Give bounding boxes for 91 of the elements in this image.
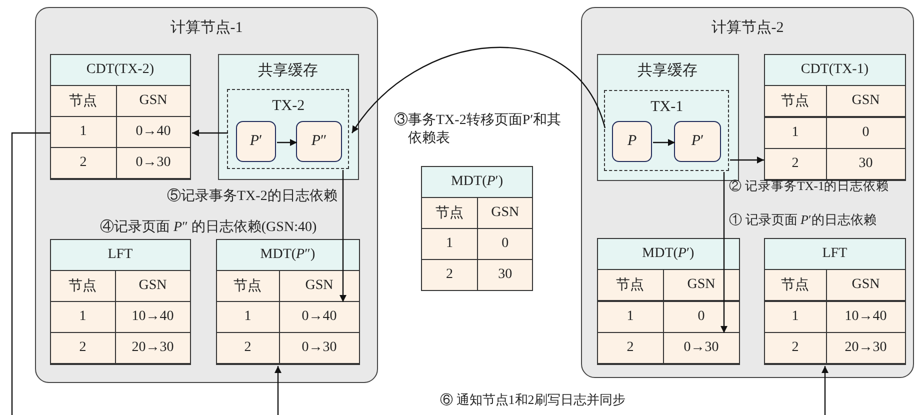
transaction-box — [604, 90, 730, 172]
page-label: P′ — [250, 133, 262, 150]
step-annotation: ③事务TX-2转移页面P′和其依赖表 — [394, 112, 562, 147]
arrow — [274, 366, 282, 415]
page-box — [236, 121, 276, 162]
table-header: LFT — [50, 240, 190, 270]
table-cell: 节点 — [764, 270, 826, 300]
table-cell: GSN — [116, 270, 190, 301]
connector-line — [11, 132, 50, 415]
arrow — [720, 172, 728, 333]
arrow — [730, 156, 764, 164]
step-annotation: ④记录页面 P″ 的日志依赖(GSN:40) — [100, 219, 317, 236]
table — [50, 54, 191, 180]
page-label: P″ — [311, 133, 327, 150]
cache-title: 共享缓存 — [636, 62, 699, 80]
table-cell: 2 — [216, 333, 279, 364]
table-cell: 节点 — [764, 86, 826, 116]
page-box — [674, 121, 722, 162]
table-cell: 1 — [50, 302, 115, 332]
table-cell: GSN — [826, 270, 905, 300]
arrow — [653, 139, 675, 146]
table — [216, 238, 360, 365]
arrow — [822, 366, 828, 415]
table-cell: 0 — [826, 118, 905, 148]
table-cell: GSN — [826, 86, 905, 116]
table-cell: 0→30 — [664, 333, 739, 364]
table-cell: 30 — [826, 149, 905, 180]
table-cell: 2 — [764, 333, 826, 364]
table-cell: 节点 — [422, 198, 477, 228]
table — [421, 166, 533, 291]
page-box — [612, 121, 652, 162]
page-box — [296, 121, 342, 162]
compute-node-panel — [35, 7, 378, 383]
table-cell: 2 — [764, 149, 826, 180]
table-cell: 1 — [764, 118, 826, 148]
table-cell: 0 — [478, 228, 532, 259]
table-cell: 30 — [478, 260, 532, 290]
table-cell: 20→30 — [826, 333, 905, 364]
transaction-label: TX-1 — [650, 99, 684, 116]
table-cell: GSN — [280, 270, 359, 301]
table-header: MDT(P′) — [422, 167, 532, 197]
arrow — [340, 170, 346, 302]
step-annotation: ① 记录页面 P′的日志依赖 — [729, 212, 876, 228]
transaction-box — [227, 89, 350, 170]
table-cell: 节点 — [50, 270, 115, 301]
table — [596, 238, 740, 365]
table-cell: 2 — [422, 260, 477, 290]
table-cell: 10→40 — [826, 302, 905, 332]
step-annotation: ⑥ 通知节点1和2刷写日志并同步 — [440, 392, 626, 408]
page-label: P — [627, 133, 637, 150]
cache-title: 共享缓存 — [257, 62, 320, 80]
page-label: P′ — [691, 133, 704, 150]
table-cell: 节点 — [216, 270, 279, 301]
table-header: LFT — [764, 238, 905, 269]
table-cell: 节点 — [598, 270, 663, 300]
compute-node-panel — [581, 7, 914, 378]
table-cell: GSN — [116, 86, 190, 116]
table-cell: 0→40 — [116, 117, 190, 148]
table-cell: 20→30 — [116, 333, 190, 364]
table-cell: 2 — [50, 148, 116, 178]
table-cell: 10→40 — [116, 302, 190, 332]
table-header: CDT(TX-2) — [50, 54, 190, 85]
table-header: MDT(P″) — [216, 240, 359, 270]
step-annotation: ⑤记录事务TX-2的日志依赖 — [167, 188, 338, 206]
table-cell: 0→40 — [280, 302, 359, 332]
node-title: 计算节点-2 — [710, 18, 785, 37]
table-cell: 1 — [764, 302, 826, 332]
shared-cache-box — [218, 54, 359, 180]
table-cell: 1 — [422, 228, 477, 259]
table-cell: 1 — [216, 302, 279, 332]
table-cell: GSN — [478, 198, 532, 228]
arrow — [277, 139, 297, 146]
arrow — [192, 130, 228, 136]
table-cell: 节点 — [50, 86, 116, 116]
table — [764, 238, 906, 365]
table-cell: GSN — [664, 270, 739, 300]
step-annotation: ② 记录事务TX-1的日志依赖 — [729, 179, 890, 195]
table-cell: 0→30 — [116, 148, 190, 178]
table-cell: 2 — [598, 333, 663, 364]
node-title: 计算节点-1 — [169, 18, 244, 37]
table-header: MDT(P′) — [598, 238, 739, 269]
table-cell: 2 — [50, 333, 115, 364]
table-cell: 1 — [50, 117, 116, 148]
table-cell: 0→30 — [280, 333, 359, 364]
table-cell: 1 — [598, 302, 663, 332]
table — [50, 238, 191, 365]
transaction-label: TX-2 — [271, 98, 306, 116]
shared-cache-box — [596, 54, 739, 181]
table — [764, 54, 906, 181]
table-header: CDT(TX-1) — [764, 54, 905, 85]
table-cell: 0 — [664, 302, 739, 332]
